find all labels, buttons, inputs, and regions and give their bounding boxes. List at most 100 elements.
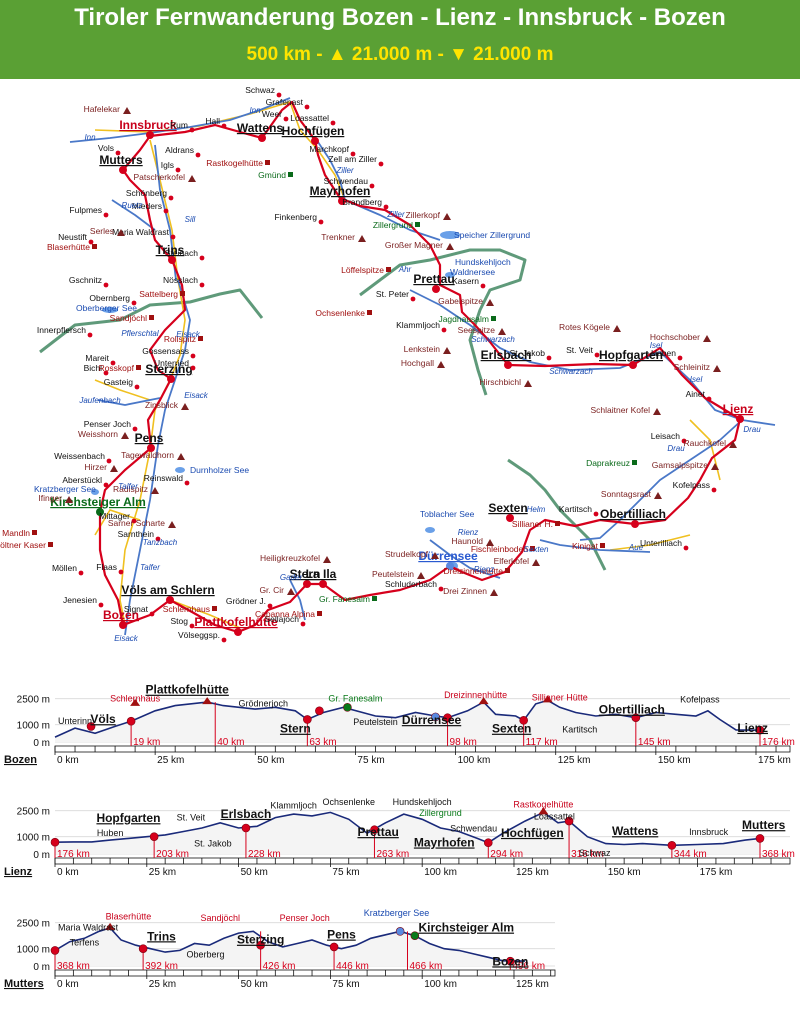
stop-marker [149, 832, 159, 841]
river-label: Drau [667, 444, 685, 453]
place-dot [175, 167, 181, 173]
stop-marker [86, 722, 96, 731]
place-dot [189, 623, 195, 629]
place-dot [267, 603, 273, 609]
hut-icon [288, 172, 293, 177]
km-marker-label: 368 km [57, 961, 90, 972]
river-label: Talfer [118, 482, 138, 491]
profile-place-label: Klammljoch [270, 800, 317, 810]
place-label: Obernberg [89, 293, 130, 303]
stop-marker [315, 706, 324, 716]
place-dot [276, 92, 282, 98]
place-label: Unterried [154, 358, 189, 368]
place-label: Unterilliach [640, 538, 682, 548]
river-label: Eisack [114, 634, 139, 643]
x-tick-label: 50 km [257, 755, 284, 766]
place-label: Penser Joch [84, 419, 132, 429]
town-label: Völs am Schlern [121, 583, 214, 597]
place-label: Möllen [52, 563, 77, 573]
town-label: La Ila [306, 567, 337, 581]
stop-marker [483, 838, 493, 848]
town-label: Kirchsteiger Alm [50, 495, 146, 509]
place-dot [103, 482, 109, 488]
x-tick-label: 175 km [758, 755, 791, 766]
profile-place-label: Penser Joch [280, 913, 330, 923]
stop-marker [667, 841, 677, 850]
place-dot [480, 283, 486, 289]
hut-icon [92, 244, 97, 249]
place-label: Neustift [58, 232, 87, 242]
peak-label: Hirzer [84, 462, 107, 472]
town-label: Prettau [413, 272, 454, 286]
profile-place-label: Peutelstein [353, 717, 398, 727]
page-title: Tiroler Fernwanderung Bozen - Lienz - In… [74, 4, 726, 31]
river-label: Inn [249, 106, 261, 115]
peak-icon [446, 243, 454, 250]
place-dot [190, 353, 196, 359]
place-label: Aberstückl [62, 475, 102, 485]
town-label: Lienz [723, 402, 754, 416]
town-dot [446, 562, 454, 570]
profile-place-label: Oberberg [187, 950, 225, 960]
river-label: Rienz [458, 528, 478, 537]
hut-label: Sandjöchl [110, 313, 147, 323]
town-dot [303, 580, 311, 588]
peak-icon [524, 380, 532, 387]
km-marker-label: 176 km [762, 737, 795, 748]
x-tick-label: 100 km [424, 979, 457, 990]
peak-label: Zillerkopf [406, 210, 441, 220]
profile-place-label: Sexten [492, 722, 531, 736]
peak-label: Peutelstein [372, 569, 414, 579]
place-label: Fulpmes [69, 205, 102, 215]
km-marker-label: 426 km [263, 961, 296, 972]
page-subtitle: 500 km - ▲ 21.000 m - ▼ 21.000 m [246, 44, 554, 65]
stop-marker [410, 931, 420, 940]
peak-icon [151, 487, 159, 494]
place-label: Bichl [84, 363, 103, 373]
place-dot [410, 296, 416, 302]
town-dot [506, 514, 514, 522]
place-label: Brandberg [342, 197, 382, 207]
hut-label: Capanna Alpina [255, 609, 315, 619]
town-dot [167, 375, 175, 383]
place-dot [681, 438, 687, 444]
place-dot [168, 195, 174, 201]
town-label: Hochfügen [282, 124, 345, 138]
town-dot [319, 580, 327, 588]
peak-label: Lenkstein [404, 344, 441, 354]
stop-marker [343, 703, 352, 712]
km-marker-label: 496 km [512, 961, 545, 972]
town-dot [504, 361, 512, 369]
y-tick-label: 1000 m [17, 721, 50, 732]
hut-label: Jagdhausalm [438, 314, 489, 324]
profile-place-label: Prettau [357, 825, 398, 839]
hut-icon [491, 316, 496, 321]
hut-icon [265, 160, 270, 165]
river-label: Gader [280, 573, 303, 582]
hut-icon [415, 222, 420, 227]
stop-marker [564, 816, 574, 826]
km-marker-label: 176 km [57, 849, 90, 860]
profile-place-label: Rastkogelhütte [513, 799, 573, 809]
y-tick-label: 2500 m [17, 807, 50, 818]
peak-label: Sarner Scharte [108, 518, 165, 528]
place-label: Grödner J. [226, 596, 266, 606]
profile-place-label: Mayrhofen [414, 835, 475, 849]
y-tick-label: 1000 m [17, 833, 50, 844]
place-dot [378, 161, 384, 167]
peak-label: Trenkner [321, 232, 355, 242]
hut-label: Rastkogelhütte [206, 158, 263, 168]
km-marker-label: 63 km [309, 737, 336, 748]
hut-label: Möltner Kaser [0, 540, 46, 550]
hut-label: Stoanerne Mandln [0, 528, 30, 538]
peak-label: Großer Magner [385, 240, 443, 250]
profile-place-label: Dürrensee [402, 713, 462, 727]
y-tick-label: 1000 m [17, 945, 50, 956]
hut-icon [212, 606, 217, 611]
place-label: Stog [171, 616, 189, 626]
